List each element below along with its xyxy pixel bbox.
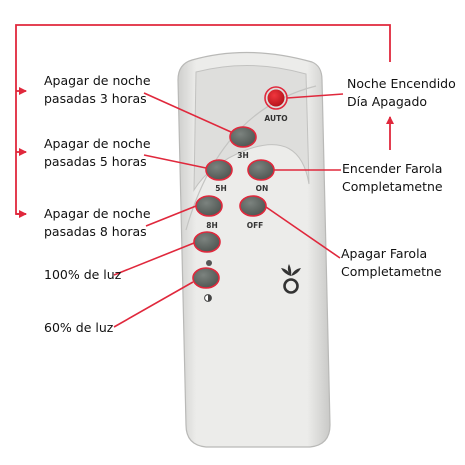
- label-off-3h: Apagar de noche pasadas 3 horas: [44, 73, 151, 106]
- label-light-100: 100% de luz: [44, 267, 122, 282]
- button-off-caption: OFF: [247, 221, 264, 230]
- button-3h[interactable]: 3H: [229, 126, 257, 160]
- callout-lines: [113, 92, 344, 328]
- button-light-60[interactable]: [192, 267, 220, 302]
- label-auto: Noche Encendido Día Apagado: [347, 76, 456, 109]
- button-3h-caption: 3H: [237, 151, 249, 160]
- button-8h-caption: 8H: [206, 221, 218, 230]
- callout-8h: [145, 205, 197, 227]
- button-on-caption: ON: [256, 184, 269, 193]
- button-5h[interactable]: 5H: [205, 159, 233, 193]
- label-off-8h: Apagar de noche pasadas 8 horas: [44, 206, 151, 239]
- button-off[interactable]: OFF: [239, 195, 267, 230]
- remote-control: AUTO 3H 5H ON 8H OFF: [177, 51, 331, 448]
- callout-60: [113, 281, 194, 328]
- callout-auto: [286, 93, 344, 99]
- callout-off: [265, 206, 341, 259]
- button-auto-caption: AUTO: [264, 114, 287, 123]
- label-off: Apagar Farola Completametne: [341, 246, 442, 279]
- callout-5h: [143, 154, 207, 169]
- button-light-100[interactable]: [193, 231, 221, 266]
- flame-logo-icon: [281, 264, 301, 294]
- callout-3h: [143, 92, 232, 133]
- label-off-5h: Apagar de noche pasadas 5 horas: [44, 136, 151, 169]
- mode-bracket: [15, 24, 391, 218]
- label-light-60: 60% de luz: [44, 320, 114, 335]
- callout-100: [113, 242, 195, 276]
- button-5h-caption: 5H: [215, 184, 227, 193]
- half-moon-icon: [204, 294, 212, 302]
- bright-sun-icon: [206, 260, 212, 266]
- label-on: Encender Farola Completametne: [342, 161, 443, 194]
